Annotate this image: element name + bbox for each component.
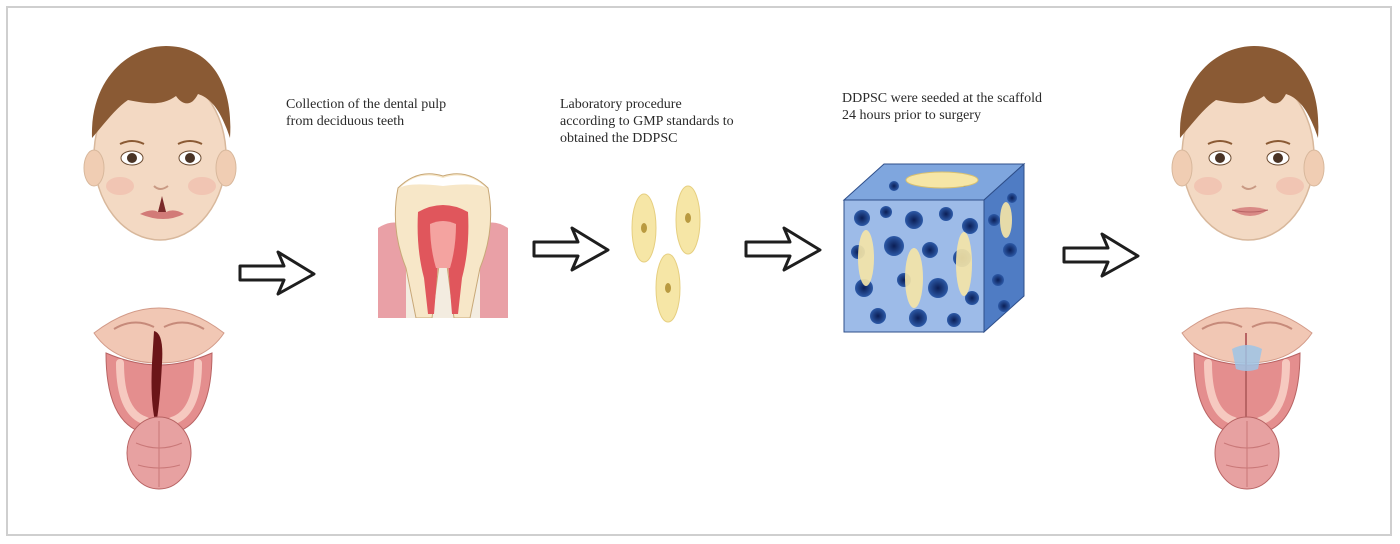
child-face-repaired-icon	[1168, 38, 1328, 248]
cleft-palate-icon	[84, 293, 234, 493]
tooth-cross-section-icon	[378, 168, 508, 318]
flow-arrow-icon	[742, 224, 824, 274]
stem-cells-icon	[622, 184, 712, 334]
child-face-cleft-lip-icon	[80, 38, 240, 248]
step-caption-collection: Collection of the dental pulp from decid…	[286, 96, 446, 130]
step-caption-seeding: DDPSC were seeded at the scaffold 24 hou…	[842, 90, 1042, 124]
diagram-frame: Collection of the dental pulp from decid…	[6, 6, 1392, 536]
repaired-palate-icon	[1172, 293, 1322, 493]
step-caption-laboratory: Laboratory procedure according to GMP st…	[560, 96, 734, 147]
seeded-scaffold-icon	[834, 160, 1034, 340]
flow-arrow-icon	[530, 224, 612, 274]
flow-arrow-icon	[1060, 230, 1142, 280]
flow-arrow-icon	[236, 248, 318, 298]
